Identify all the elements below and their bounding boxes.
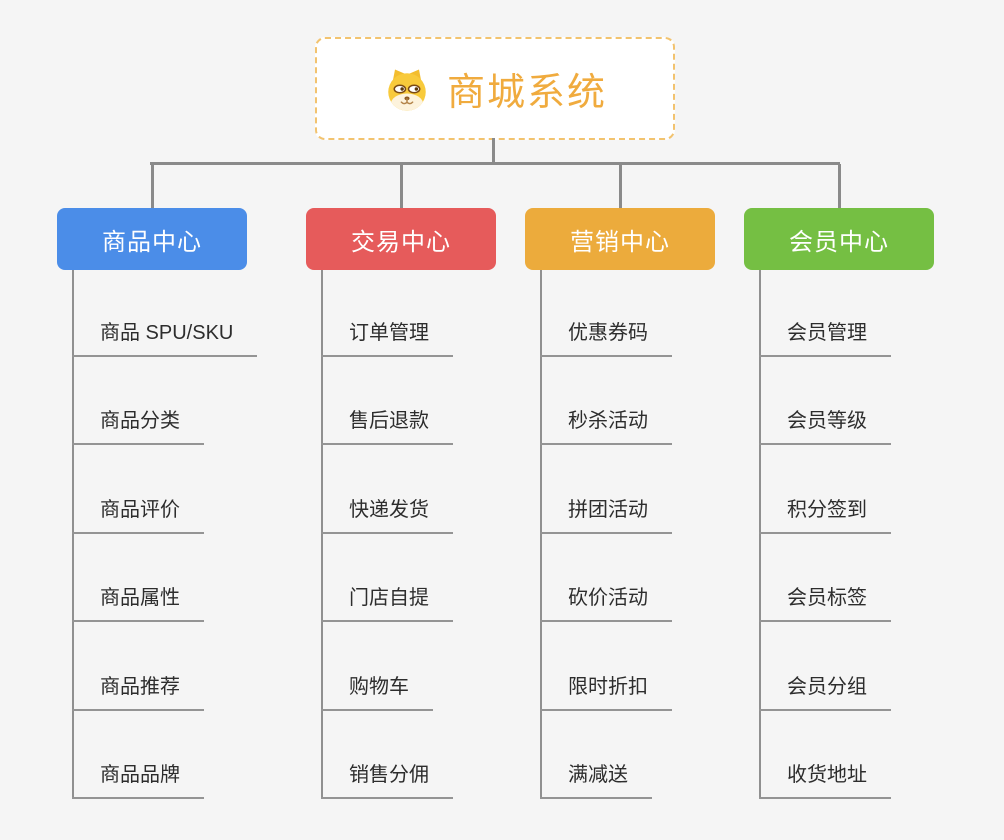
subtopic-item[interactable]: 售后退款 [321,408,453,445]
subtopic-item[interactable]: 门店自提 [321,585,453,622]
subtopic-item[interactable]: 积分签到 [759,497,891,534]
subtopic-item[interactable]: 会员标签 [759,585,891,622]
subtopic-item[interactable]: 商品品牌 [72,762,204,799]
subtopic-item[interactable]: 会员等级 [759,408,891,445]
column-rail-connector [72,270,74,799]
subtopic-item[interactable]: 会员分组 [759,674,891,711]
column-rail-connector [759,270,761,799]
branch-stub-connector [837,164,841,208]
doge-face-icon [388,69,426,111]
root-stem-connector [492,138,495,164]
subtopic-item[interactable]: 快递发货 [321,497,453,534]
subtopic-item[interactable]: 商品推荐 [72,674,204,711]
root-topic-label: 商城系统 [446,72,607,114]
branch-box-trade-center[interactable]: 交易中心 [306,208,496,270]
column-rail-connector [321,270,323,799]
branch-box-marketing-center[interactable]: 营销中心 [525,208,715,270]
subtopic-item[interactable]: 商品评价 [72,497,204,534]
subtopic-item[interactable]: 商品属性 [72,585,204,622]
column-rail-connector [540,270,542,799]
root-topic[interactable]: 商城系统 [315,37,675,140]
branch-box-product-center[interactable]: 商品中心 [57,208,247,270]
subtopic-item[interactable]: 砍价活动 [540,585,672,622]
branch-stub-connector [618,164,622,208]
subtopic-item[interactable]: 商品 SPU/SKU [72,320,258,357]
branch-stub-connector [399,164,403,208]
branch-stub-connector [150,164,154,208]
subtopic-item[interactable]: 满减送 [540,762,652,799]
subtopic-item[interactable]: 收货地址 [759,762,891,799]
subtopic-item[interactable]: 秒杀活动 [540,408,672,445]
subtopic-item[interactable]: 商品分类 [72,408,204,445]
subtopic-item[interactable]: 会员管理 [759,320,891,357]
subtopic-item[interactable]: 销售分佣 [321,762,453,799]
subtopic-item[interactable]: 拼团活动 [540,497,672,534]
subtopic-item[interactable]: 购物车 [321,674,433,711]
branch-rail-connector [150,162,840,165]
subtopic-item[interactable]: 优惠券码 [540,320,672,357]
branch-box-member-center[interactable]: 会员中心 [744,208,934,270]
subtopic-item[interactable]: 订单管理 [321,320,453,357]
subtopic-item[interactable]: 限时折扣 [540,674,672,711]
